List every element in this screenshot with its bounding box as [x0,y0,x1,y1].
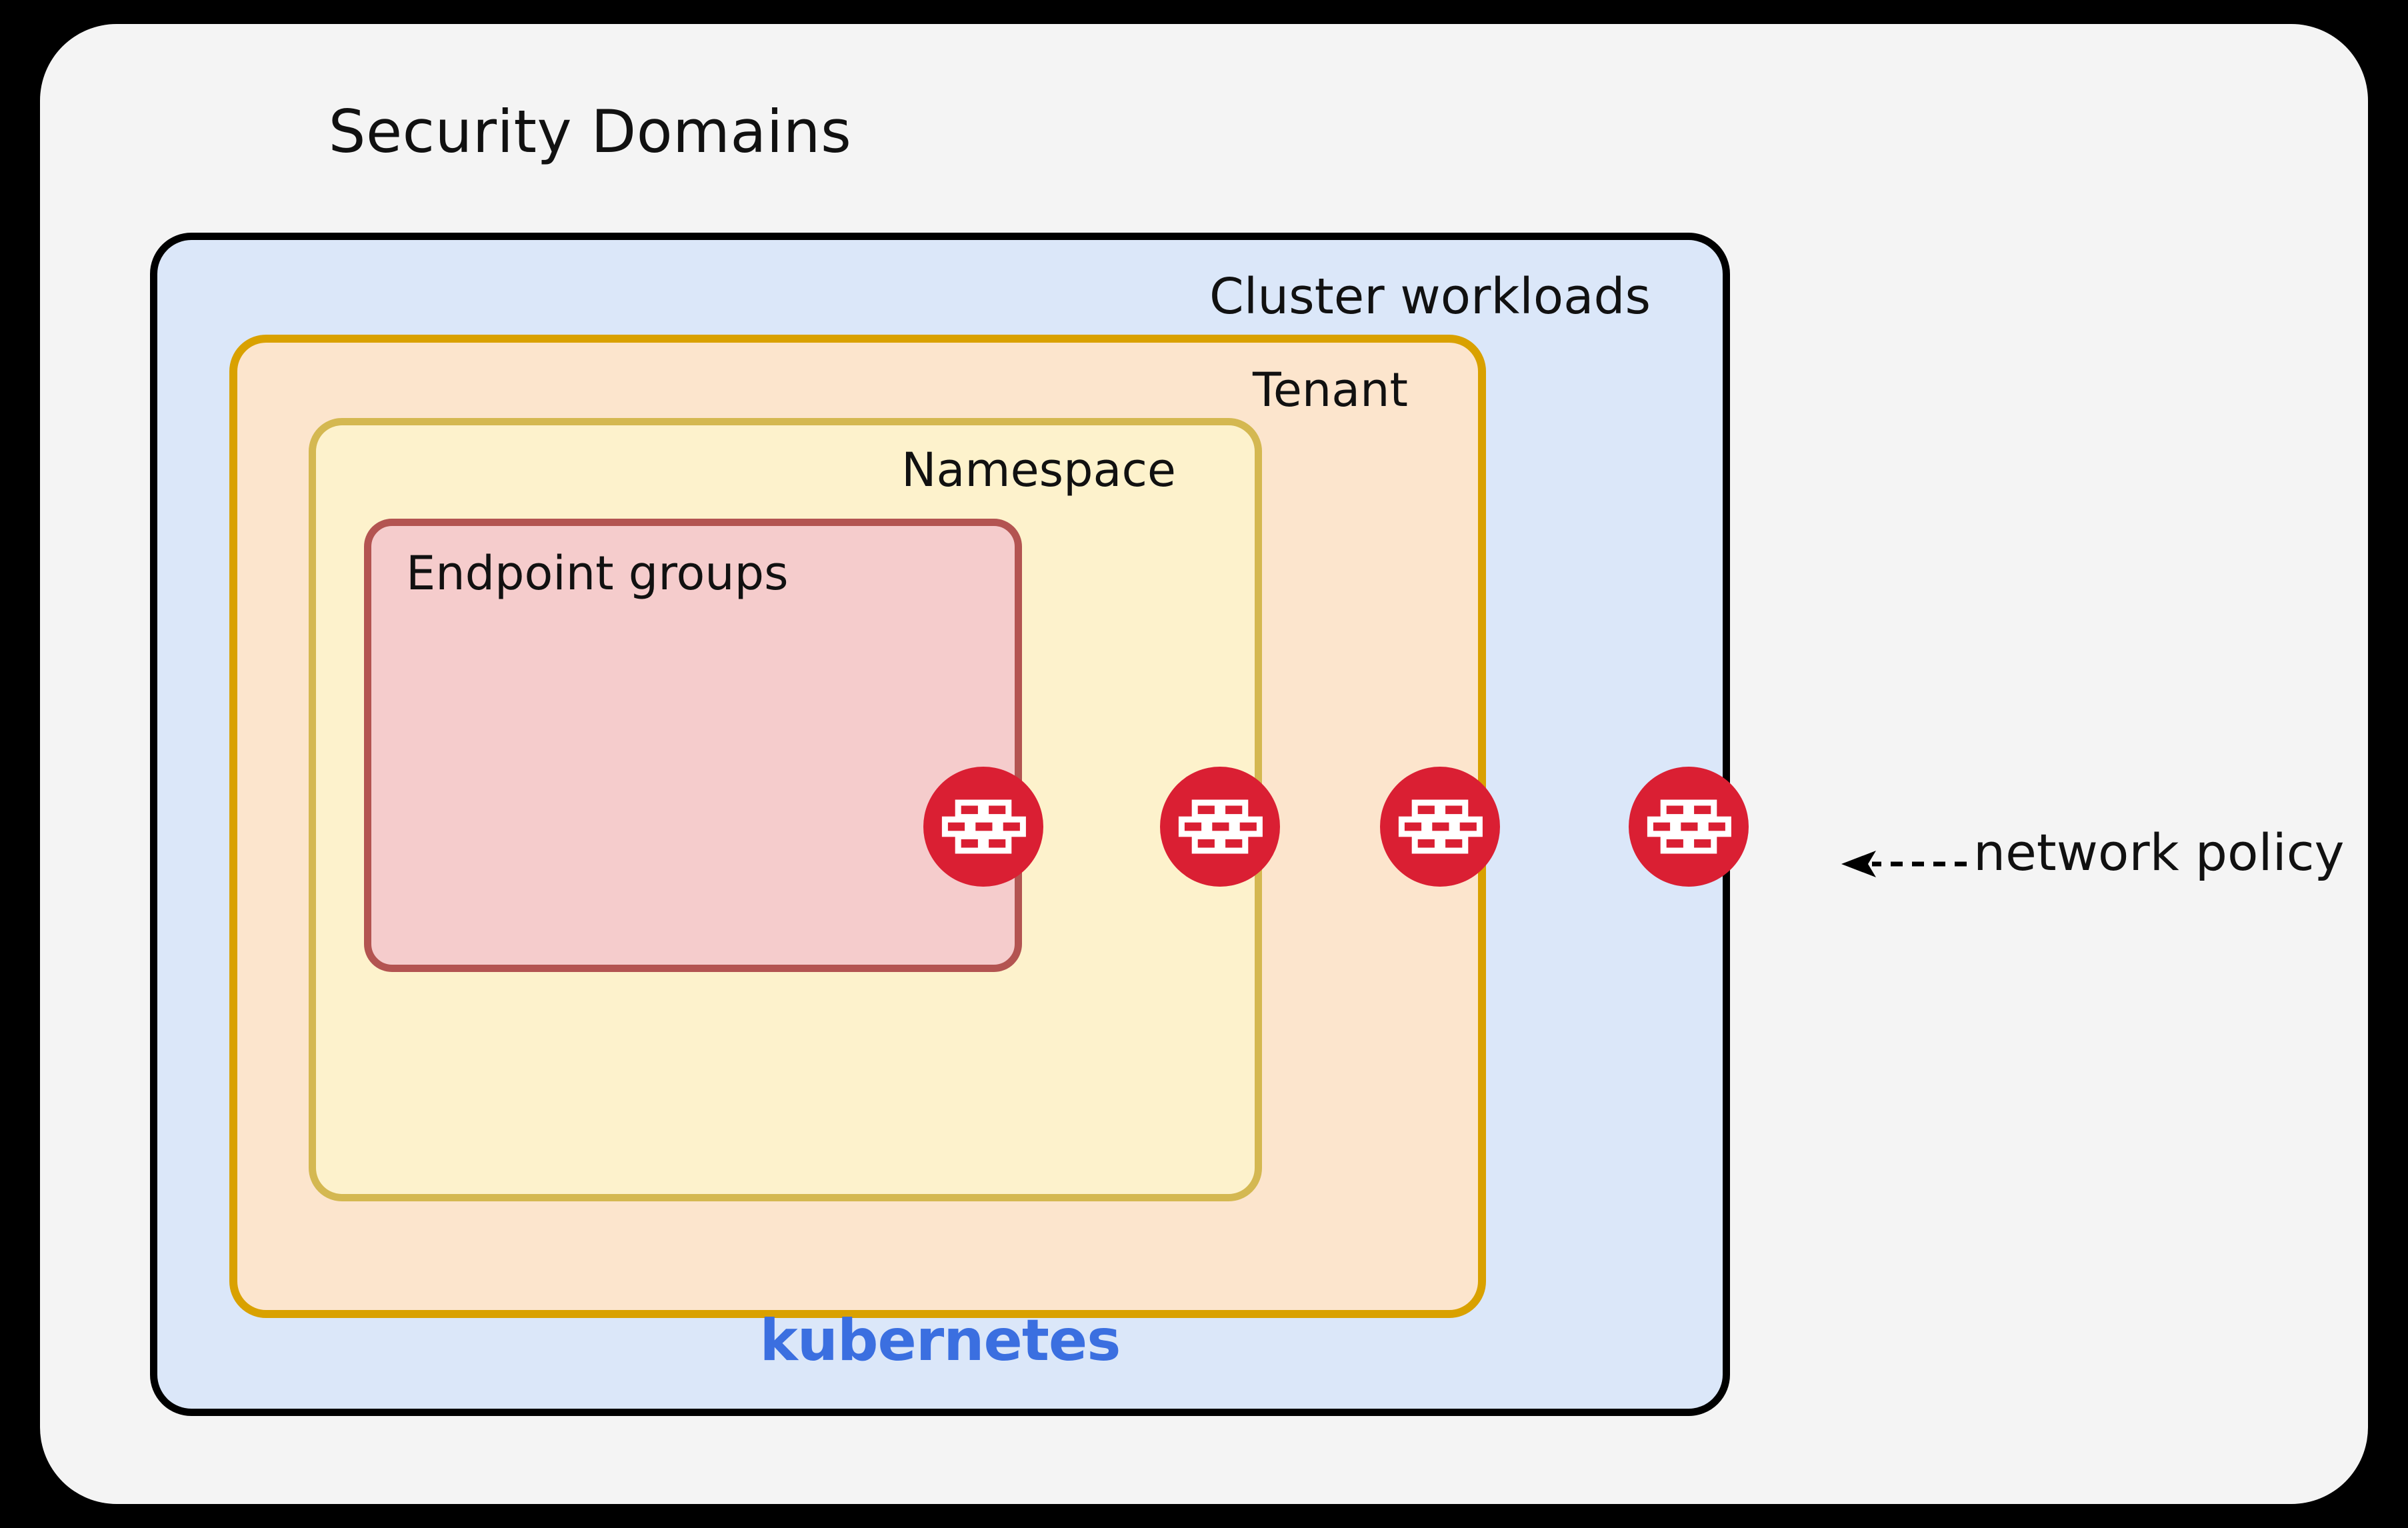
firewall-badge-tenant [1380,767,1500,887]
endpoint-groups-box: Endpoint groups [364,519,1022,972]
namespace-box: Namespace Endpoint groups [309,418,1262,1201]
cluster-workloads-label: Cluster workloads [1209,268,1651,325]
firewall-badge-namespace [1160,767,1280,887]
namespace-label: Namespace [901,443,1176,497]
firewall-badge-endpoint-groups [923,767,1043,887]
page-title: Security Domains [328,97,852,166]
tenant-box: Tenant Namespace Endpoint groups [229,335,1486,1318]
firewall-badge-cluster [1629,767,1749,887]
kubernetes-logo: kubernetes [759,1307,1121,1374]
tenant-label: Tenant [1252,363,1408,417]
security-domains-container: Security Domains Cluster workloads Tenan… [40,24,2368,1504]
network-policy-label: network policy [1973,823,2345,882]
endpoint-groups-label: Endpoint groups [406,546,789,601]
network-policy-arrow-icon [1841,851,1967,877]
